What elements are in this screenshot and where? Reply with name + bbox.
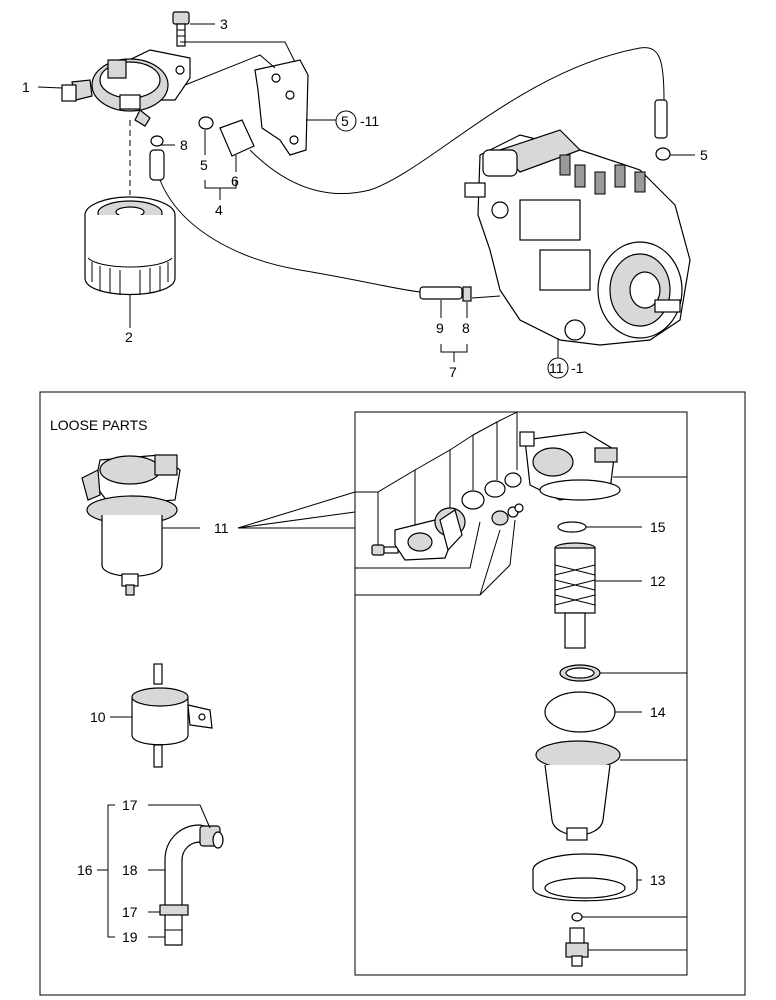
callout-15: 15 bbox=[650, 519, 666, 535]
callout-8a: 8 bbox=[180, 137, 188, 153]
callout-6: 6 bbox=[231, 173, 239, 189]
lower-leader-lines bbox=[97, 411, 687, 951]
callout-12: 12 bbox=[650, 573, 666, 589]
bracket-part bbox=[254, 59, 309, 156]
callout-1: 1 bbox=[22, 79, 30, 95]
section-title: LOOSE PARTS bbox=[50, 417, 148, 433]
callout-18: 18 bbox=[122, 862, 138, 878]
strainer-part bbox=[131, 663, 213, 768]
loose-parts-frame bbox=[39, 391, 746, 996]
callout-17a: 17 bbox=[122, 797, 138, 813]
callout-5-11-circle: 5 bbox=[341, 113, 349, 129]
callout-11-1-circle: 11 bbox=[549, 360, 564, 376]
callout-2: 2 bbox=[125, 329, 133, 345]
subassembly-frame bbox=[354, 411, 688, 976]
hose-assembly-part bbox=[159, 824, 224, 946]
hose-clamp-part bbox=[149, 99, 671, 302]
callout-10: 10 bbox=[90, 709, 106, 725]
callout-11: 11 bbox=[214, 520, 229, 536]
callout-5b: 5 bbox=[700, 147, 708, 163]
bolt-part bbox=[172, 11, 190, 47]
callout-14: 14 bbox=[650, 704, 666, 720]
injection-pump-part bbox=[464, 129, 691, 346]
filter-head-part bbox=[61, 49, 191, 127]
callout-5a: 5 bbox=[200, 157, 208, 173]
upper-leader-lines bbox=[37, 23, 695, 379]
callout-13: 13 bbox=[650, 872, 666, 888]
callout-4: 4 bbox=[215, 202, 223, 218]
fuel-separator-part bbox=[81, 454, 181, 596]
callout-3: 3 bbox=[220, 16, 228, 32]
callout-11-1-suffix: -1 bbox=[571, 360, 584, 376]
callout-16: 16 bbox=[77, 862, 93, 878]
callout-19: 19 bbox=[122, 929, 138, 945]
exploded-parts bbox=[371, 431, 638, 967]
callout-17b: 17 bbox=[122, 904, 138, 920]
callout-9: 9 bbox=[436, 320, 444, 336]
callout-5-11-suffix: -11 bbox=[360, 113, 379, 129]
callout-7: 7 bbox=[449, 364, 457, 380]
callout-8b: 8 bbox=[462, 320, 470, 336]
filter-cartridge-part bbox=[84, 196, 176, 296]
